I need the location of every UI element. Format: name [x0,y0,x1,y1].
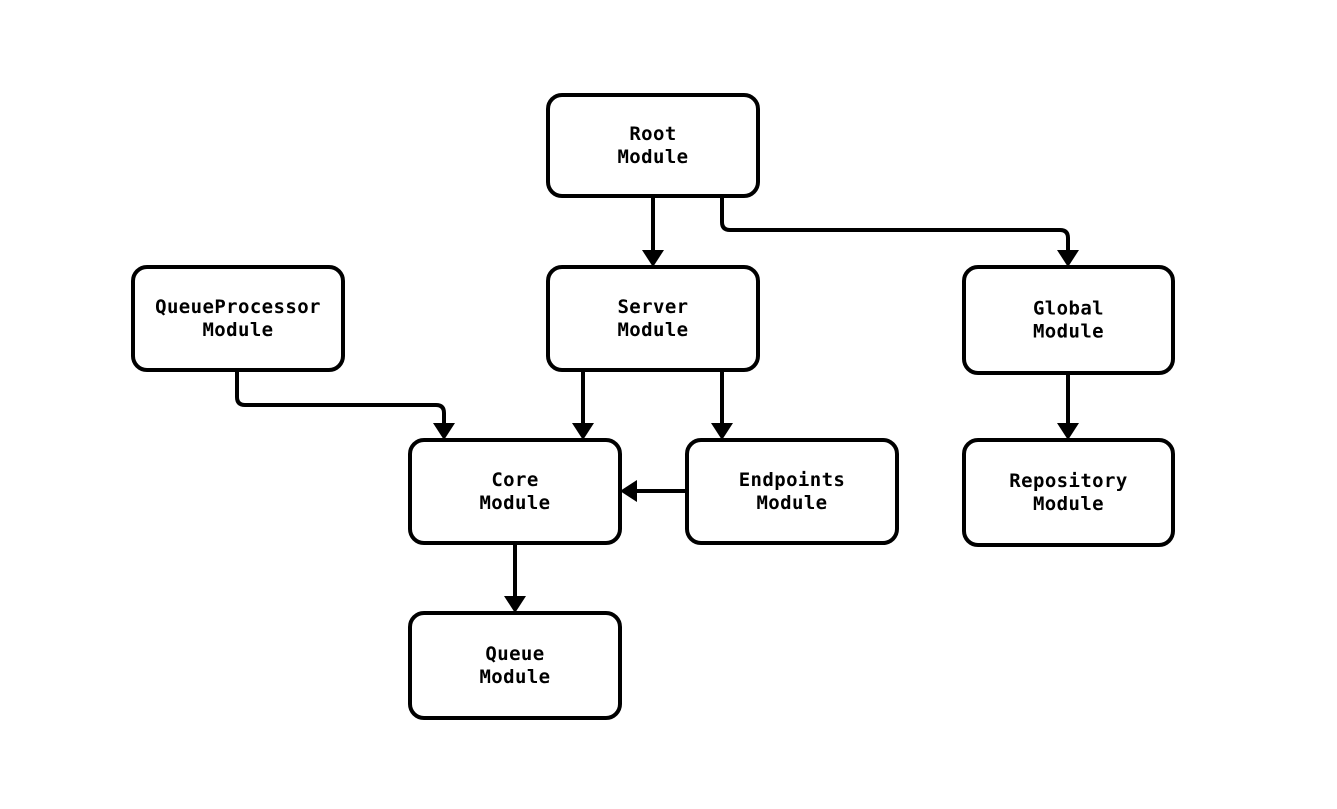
arrow-head-icon [504,596,526,613]
node-label-line1: Global [1033,298,1104,320]
edge-root-to-global [720,196,1079,267]
node-box[interactable] [685,438,899,545]
node-box[interactable] [131,265,345,372]
edge-queueprocessor-to-core [235,370,455,440]
edge-core-to-queue [504,543,526,613]
node-label-line1: Server [617,296,688,318]
node-label-line1: Endpoints [739,469,846,491]
node-label-line1: Repository [1009,470,1127,492]
arrow-head-icon [642,250,664,267]
node-box[interactable] [408,438,622,545]
arrow-head-icon [620,480,637,502]
node-label-line1: QueueProcessor [155,296,321,318]
edge-endpoints-to-core [620,480,687,502]
edge-layer [235,196,1079,613]
arrow-head-icon [1057,250,1079,267]
node-box[interactable] [408,611,622,720]
edge-line [235,370,446,424]
node-label-line1: Queue [485,643,544,665]
edge-global-to-repository [1057,373,1079,440]
node-label-line2: Module [1033,321,1104,343]
node-label-line2: Module [756,492,827,514]
arrow-head-icon [711,423,733,440]
node-label-line2: Module [617,319,688,341]
node-box[interactable] [962,438,1175,547]
edge-root-to-server [642,196,664,267]
node-box[interactable] [546,265,760,372]
node-label-line1: Core [491,469,538,491]
arrow-head-icon [572,423,594,440]
node-box[interactable] [962,265,1175,375]
node-layer: RootModuleQueueProcessorModuleServerModu… [131,93,1175,720]
node-box[interactable] [546,93,760,198]
node-label-line2: Module [617,146,688,168]
node-label-line1: Root [629,123,676,145]
edge-server-to-endpoints [711,370,733,440]
edge-line [720,196,1070,251]
node-label-line2: Module [479,492,550,514]
arrow-head-icon [1057,423,1079,440]
edge-server-to-core [572,370,594,440]
node-label-line2: Module [479,666,550,688]
node-label-line2: Module [202,319,273,341]
node-label-line2: Module [1033,493,1104,515]
arrow-head-icon [433,423,455,440]
